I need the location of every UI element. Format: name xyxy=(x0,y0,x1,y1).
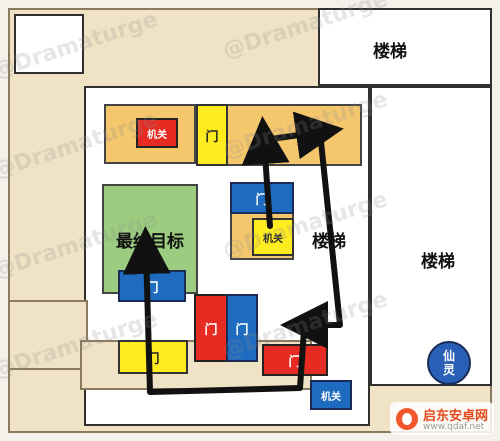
site-name: 启东安卓网 xyxy=(422,409,488,424)
door-label: 门 xyxy=(204,322,218,338)
site-logo-icon xyxy=(395,407,418,430)
mechanism-label: 机关 xyxy=(263,233,283,245)
top-right-room xyxy=(318,8,492,86)
door-blue-center[interactable]: 门 xyxy=(226,294,258,362)
left-wing xyxy=(8,300,88,370)
mechanism-switch[interactable]: 机关 xyxy=(136,118,178,148)
door-blue-left[interactable]: 门 xyxy=(118,270,186,302)
left-top-wall xyxy=(14,14,84,74)
door-yellow-top[interactable]: 门 xyxy=(196,104,228,166)
mechanism-label: 机关 xyxy=(147,129,167,141)
site-url: www.qdaf.net xyxy=(422,422,485,432)
immortal-spirit-icon[interactable]: 仙 灵 xyxy=(427,341,471,385)
arrow-icon xyxy=(280,129,343,349)
mechanism-label: 机关 xyxy=(321,391,341,403)
arrow-icon xyxy=(261,111,344,160)
door-label: 门 xyxy=(235,322,249,338)
site-watermark: 启东安卓网 www.qdaf.net xyxy=(389,402,494,435)
stairs-top-label[interactable]: 楼梯 xyxy=(373,41,407,62)
stairs-right-label[interactable]: 楼梯 xyxy=(421,251,455,272)
door-blue-middle[interactable]: 门 xyxy=(230,182,294,214)
arrow-icon xyxy=(241,116,290,229)
door-label: 门 xyxy=(288,354,302,370)
door-red-bottom[interactable]: 门 xyxy=(262,344,328,376)
arrow-icon xyxy=(122,226,307,395)
mechanism-switch[interactable]: 机关 xyxy=(252,218,294,256)
right-corridor xyxy=(370,86,492,386)
door-label: 门 xyxy=(205,129,219,145)
top-orange-room xyxy=(104,104,196,164)
mechanism-switch[interactable]: 机关 xyxy=(310,380,352,410)
door-yellow-bottom[interactable]: 门 xyxy=(118,340,188,374)
